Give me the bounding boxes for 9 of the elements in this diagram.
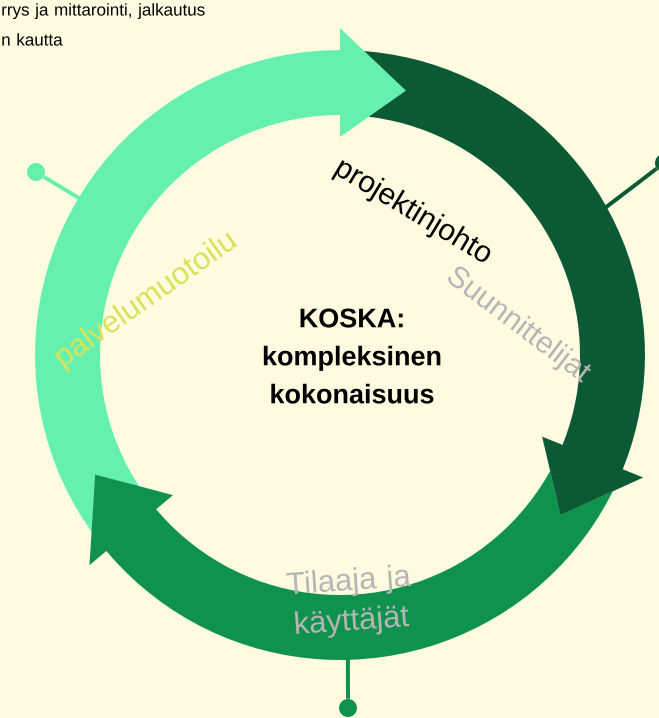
leader-line [42, 175, 82, 202]
center-text: KOSKA: kompleksinen kokonaisuus [264, 308, 440, 404]
leader-line [346, 656, 350, 699]
note-text: rrys ja mittarointi, jalkautus n kautta [2, 3, 205, 46]
ring-segment [90, 470, 613, 660]
leader-line [602, 166, 658, 210]
dot [339, 699, 357, 717]
arc-label: Tilaaja ja käyttäjät [286, 564, 412, 638]
dot [27, 163, 45, 181]
